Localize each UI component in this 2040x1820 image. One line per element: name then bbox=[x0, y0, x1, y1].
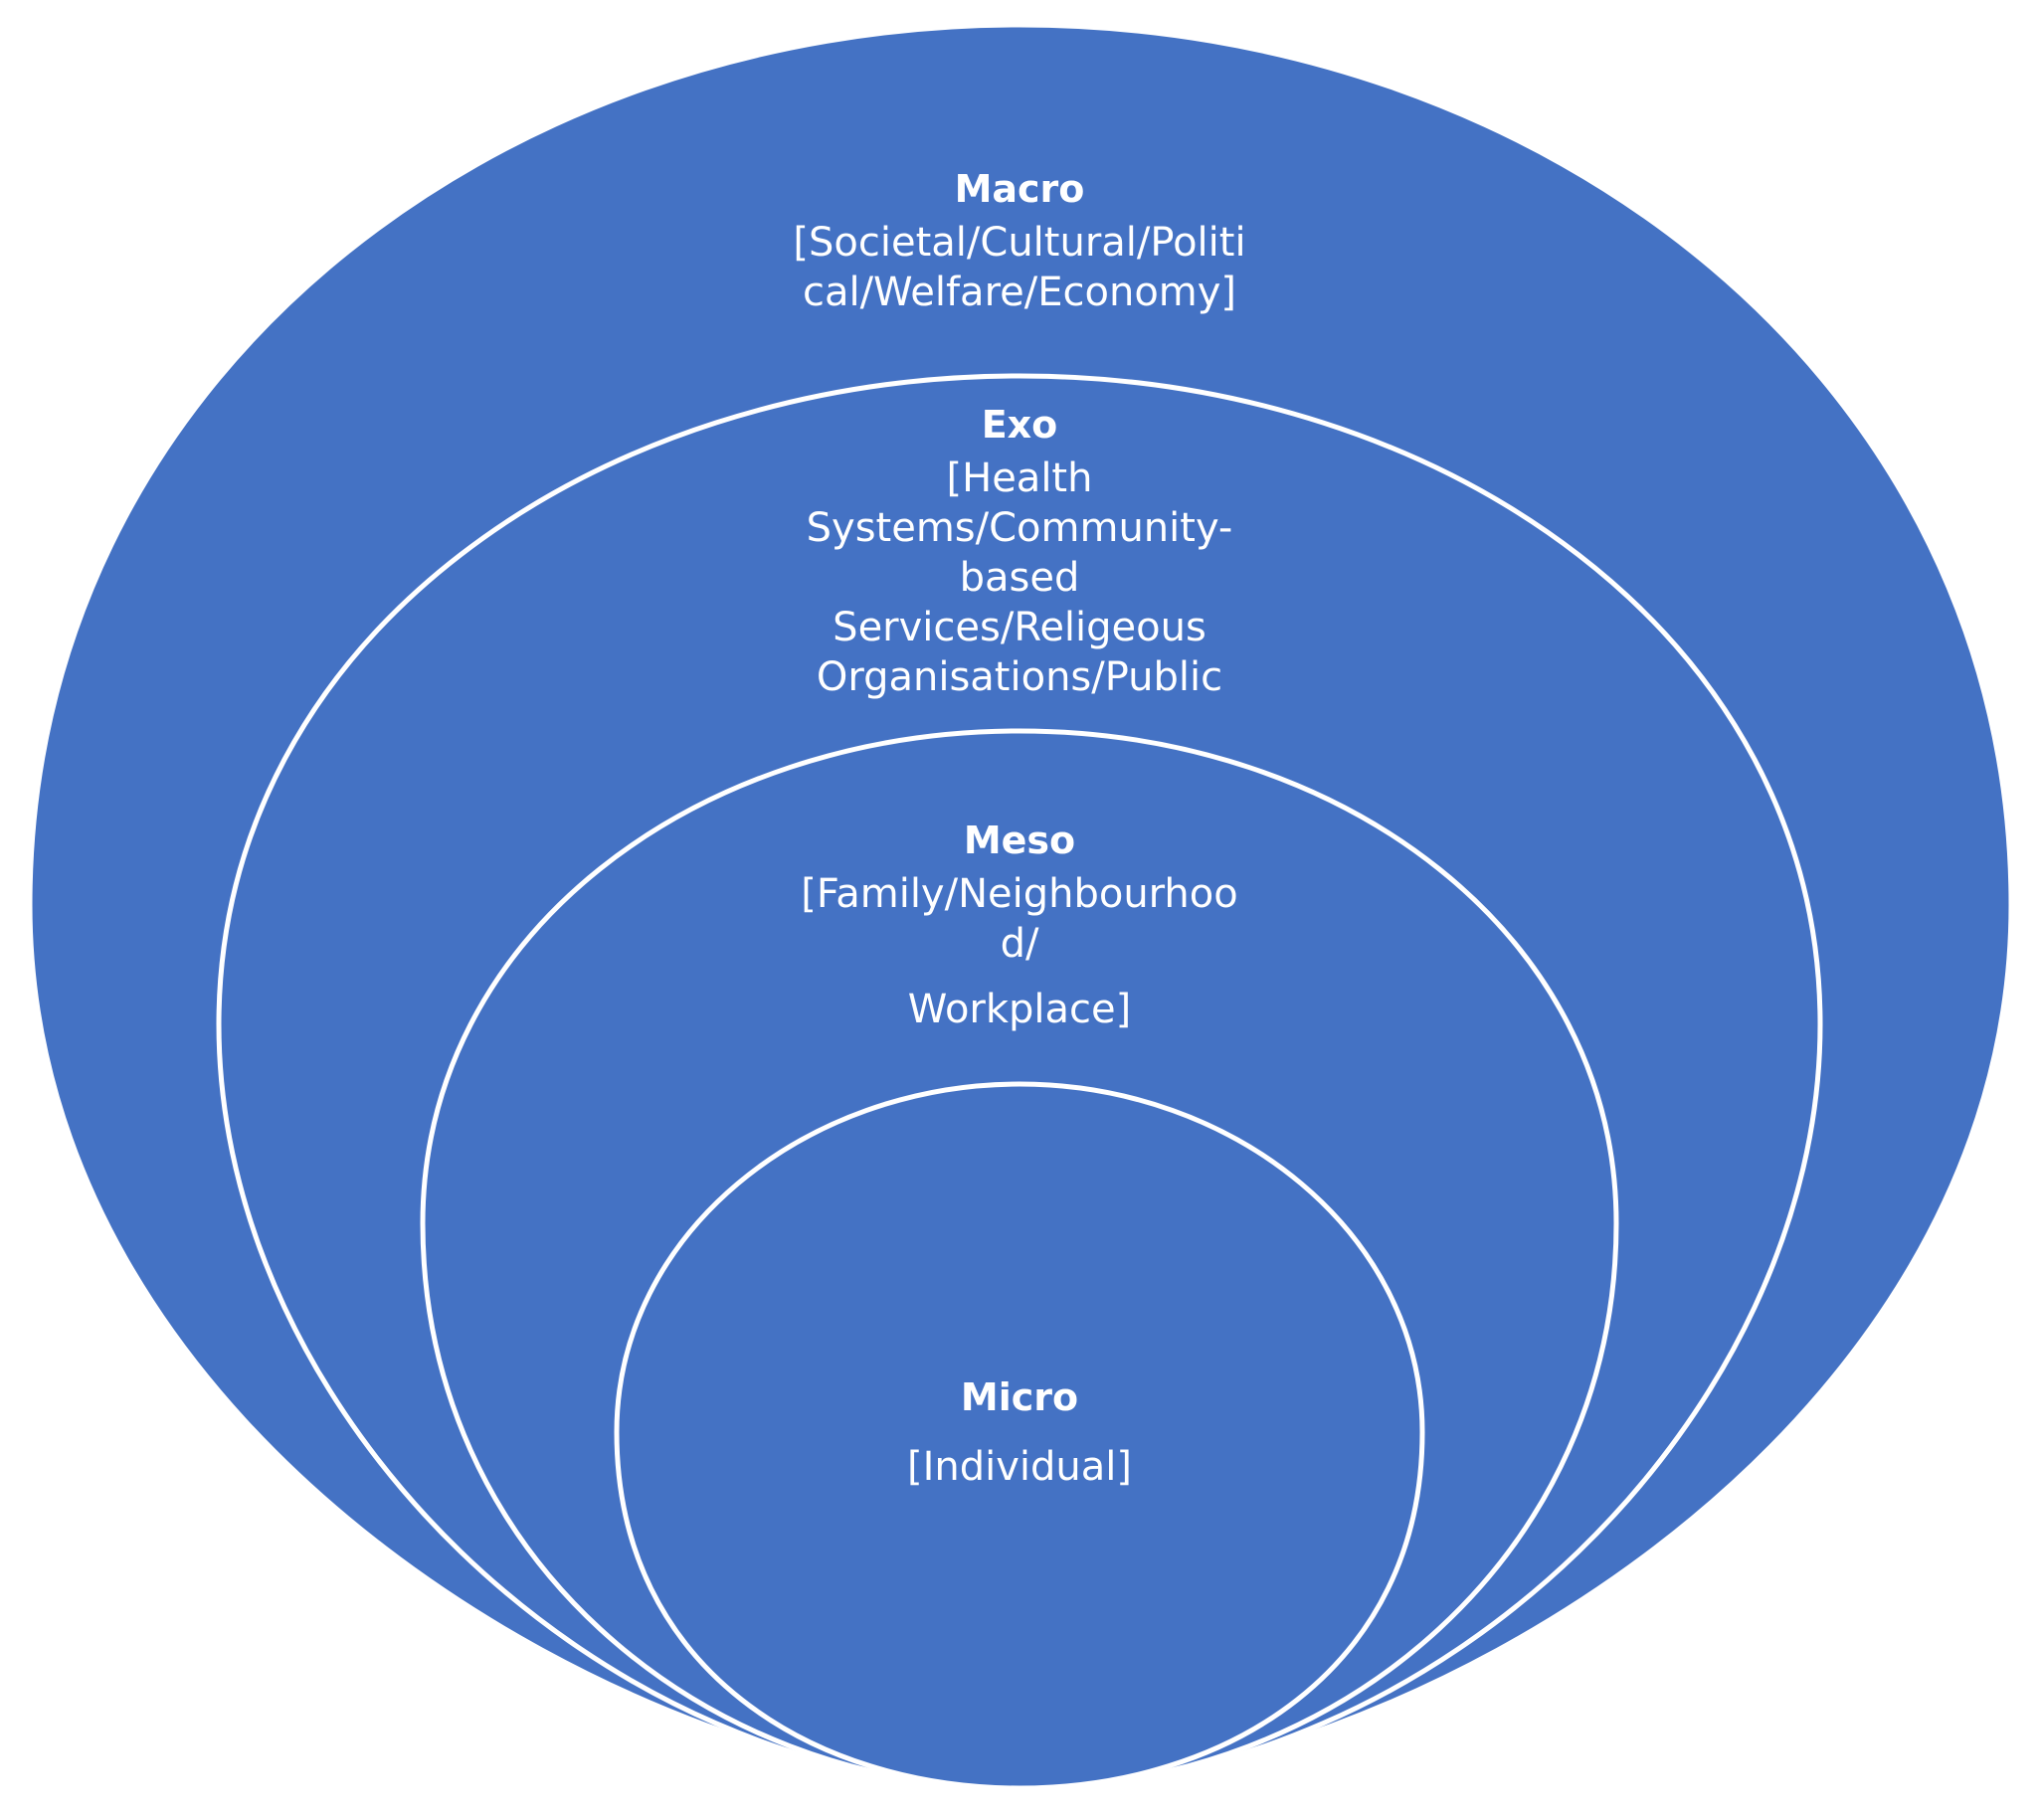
exo-title: Exo bbox=[981, 403, 1058, 447]
macro-title: Macro bbox=[954, 167, 1085, 211]
exo-desc-line: Services/Religeous bbox=[833, 605, 1206, 650]
macro-desc-line: cal/Welfare/Economy] bbox=[802, 270, 1237, 315]
exo-desc-line: Organisations/Public bbox=[816, 654, 1223, 700]
meso-desc-line: [Family/Neighbourhoo bbox=[801, 871, 1238, 917]
macro-desc-line: [Societal/Cultural/Politi bbox=[793, 220, 1246, 266]
exo-desc-line: based bbox=[959, 555, 1080, 601]
exo-label: Exo [Health Systems/Community- based Ser… bbox=[696, 400, 1343, 702]
meso-label: Meso [Family/Neighbourhoo d/ Workplace] bbox=[696, 816, 1343, 1034]
micro-desc-line: [Individual] bbox=[906, 1444, 1132, 1490]
exo-desc-line: [Health bbox=[946, 455, 1093, 501]
exo-desc-line: Systems/Community- bbox=[806, 505, 1233, 551]
micro-title: Micro bbox=[960, 1375, 1079, 1419]
meso-desc-line: d/ bbox=[1000, 921, 1039, 967]
micro-ring bbox=[614, 1081, 1425, 1791]
micro-label: Micro [Individual] bbox=[796, 1372, 1243, 1492]
meso-title: Meso bbox=[963, 819, 1076, 862]
meso-desc-line: Workplace] bbox=[907, 987, 1132, 1032]
macro-label: Macro [Societal/Cultural/Politi cal/Welf… bbox=[696, 164, 1343, 317]
